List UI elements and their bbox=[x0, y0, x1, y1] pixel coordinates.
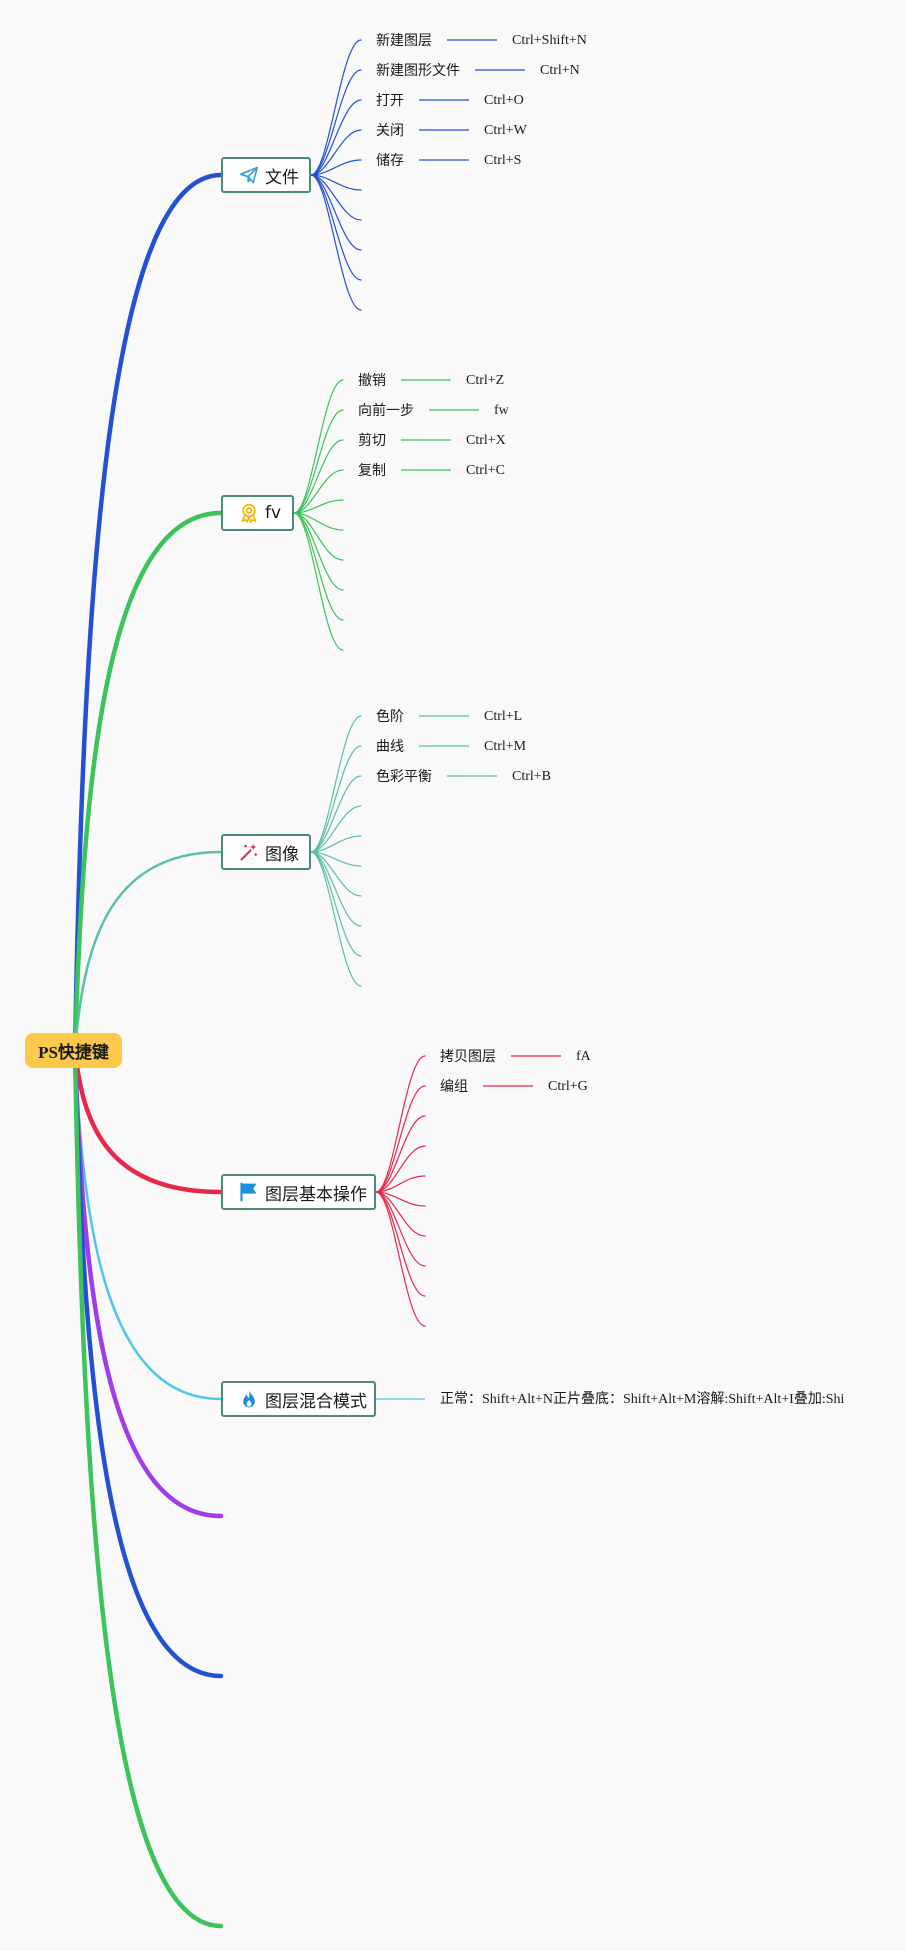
branch-layer-blend[interactable]: 图层混合模式 bbox=[221, 1381, 376, 1417]
branch-layer-basic-label: 图层基本操作 bbox=[265, 1184, 367, 1205]
leaf-shortcut: Ctrl+Z bbox=[466, 373, 505, 388]
leaf-label[interactable]: 曲线 bbox=[376, 739, 404, 755]
leaf-label[interactable]: 打开 bbox=[376, 93, 404, 109]
magic-wand-icon bbox=[239, 842, 259, 862]
fan-fv bbox=[293, 499, 344, 514]
fan-fv bbox=[293, 409, 344, 514]
leaf-shortcut: Ctrl+N bbox=[540, 63, 580, 78]
branch-layer-basic[interactable]: 图层基本操作 bbox=[221, 1174, 376, 1210]
fan-layer-basic bbox=[375, 1085, 426, 1193]
leaf-shortcut: Ctrl+O bbox=[484, 93, 524, 108]
fan-layer-basic bbox=[375, 1055, 426, 1193]
fan-layer-basic bbox=[375, 1115, 426, 1193]
branch-file-label: 文件 bbox=[265, 167, 299, 188]
leaf-shortcut: Ctrl+Shift+N bbox=[512, 33, 587, 48]
fan-layer-basic bbox=[375, 1175, 426, 1193]
leaf-shortcut: Ctrl+G bbox=[548, 1079, 588, 1094]
fan-file bbox=[310, 174, 362, 251]
leaf-shortcut: Ctrl+B bbox=[512, 769, 552, 784]
branch-image-label: 图像 bbox=[265, 844, 299, 865]
leaf-label[interactable]: 色阶 bbox=[376, 709, 404, 725]
leaf-label[interactable]: 编组 bbox=[440, 1079, 468, 1095]
fan-image bbox=[310, 715, 362, 853]
fan-fv bbox=[293, 512, 344, 591]
fan-fv bbox=[293, 512, 344, 561]
leaf-label[interactable]: 复制 bbox=[358, 463, 386, 479]
connector-empty-purple bbox=[72, 1048, 224, 1519]
leaf-label[interactable]: 剪切 bbox=[358, 433, 386, 449]
fan-image bbox=[310, 775, 362, 853]
paper-plane-icon bbox=[239, 165, 259, 185]
fan-image bbox=[310, 805, 362, 853]
leaf-shortcut: Ctrl+S bbox=[484, 153, 522, 168]
leaf-label[interactable]: 向前一步 bbox=[358, 403, 414, 419]
connector-empty-blue bbox=[72, 1048, 224, 1679]
fan-image bbox=[310, 835, 362, 853]
award-badge-icon bbox=[239, 503, 259, 523]
connector-image bbox=[73, 850, 223, 1053]
leaf-shortcut: Ctrl+M bbox=[484, 739, 527, 754]
leaf-shortcut: fA bbox=[576, 1049, 591, 1064]
fan-file bbox=[310, 99, 362, 176]
flag-icon bbox=[239, 1182, 259, 1202]
fan-layer-basic bbox=[375, 1191, 426, 1237]
leaf-label[interactable]: 储存 bbox=[376, 153, 404, 169]
root-node[interactable]: PS快捷键 bbox=[25, 1033, 122, 1068]
connector-empty-green bbox=[72, 1048, 224, 1929]
leaf-label[interactable]: 拷贝图层 bbox=[440, 1049, 496, 1065]
leaf-shortcut: Ctrl+W bbox=[484, 123, 527, 138]
connector-layer-blend bbox=[73, 1049, 223, 1401]
branch-fv[interactable]: fv bbox=[221, 495, 294, 531]
leaf-label[interactable]: 色彩平衡 bbox=[376, 769, 432, 785]
fan-layer-basic bbox=[375, 1191, 426, 1327]
connector-fv bbox=[72, 510, 224, 1054]
fan-layer-basic bbox=[375, 1145, 426, 1193]
fan-file bbox=[310, 39, 362, 176]
flame-icon bbox=[239, 1389, 259, 1409]
fan-fv bbox=[293, 379, 344, 514]
fan-file bbox=[310, 174, 362, 221]
connector-file bbox=[72, 172, 224, 1054]
leaf-label[interactable]: 新建图形文件 bbox=[376, 63, 460, 79]
blend-mode-shortcuts[interactable]: 正常：Shift+Alt+N正片叠底：Shift+Alt+M溶解:Shift+A… bbox=[440, 1392, 845, 1407]
fan-image bbox=[310, 851, 362, 897]
leaf-shortcut: fw bbox=[494, 403, 509, 418]
fan-image bbox=[310, 851, 362, 987]
leaf-shortcut: Ctrl+L bbox=[484, 709, 523, 724]
branch-file[interactable]: 文件 bbox=[221, 157, 311, 193]
fan-image bbox=[310, 745, 362, 853]
fan-file bbox=[310, 69, 362, 176]
fan-image bbox=[310, 851, 362, 957]
root-label: PS快捷键 bbox=[38, 1043, 109, 1062]
leaf-label[interactable]: 撤销 bbox=[358, 373, 386, 389]
fan-file bbox=[310, 174, 362, 281]
fan-fv bbox=[293, 512, 344, 651]
fan-file bbox=[310, 159, 362, 176]
branch-image[interactable]: 图像 bbox=[221, 834, 311, 870]
branch-fv-label: fv bbox=[265, 503, 282, 523]
connector-layer-basic bbox=[72, 1048, 224, 1195]
fan-image bbox=[310, 851, 362, 927]
fan-layer-basic bbox=[375, 1191, 426, 1297]
fan-fv bbox=[293, 469, 344, 514]
branch-layer-blend-label: 图层混合模式 bbox=[265, 1391, 367, 1412]
leaf-label[interactable]: 新建图层 bbox=[376, 33, 432, 49]
leaf-shortcut: Ctrl+C bbox=[466, 463, 506, 478]
leaf-label[interactable]: 关闭 bbox=[376, 123, 404, 139]
fan-layer-basic bbox=[375, 1191, 426, 1267]
leaf-shortcut: Ctrl+X bbox=[466, 433, 506, 448]
fan-fv bbox=[293, 439, 344, 514]
fan-file bbox=[310, 174, 362, 311]
fan-file bbox=[310, 129, 362, 176]
